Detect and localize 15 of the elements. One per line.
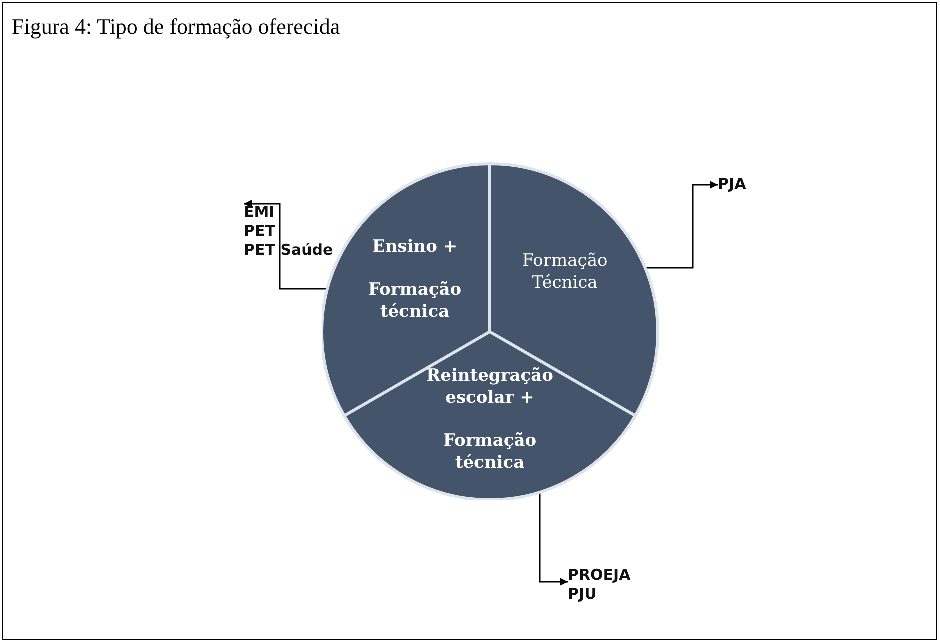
sector-label: Formação técnica: [367, 279, 463, 324]
figure-title: Figura 4: Tipo de formação oferecida: [12, 14, 340, 40]
program-label: PROEJA: [568, 566, 631, 585]
sector-label: Reintegração escolar +: [426, 365, 554, 410]
sector-label: Formação técnica: [442, 430, 538, 474]
program-label: EMI: [244, 203, 276, 222]
arrow: [539, 492, 568, 586]
program-label: PET: [244, 222, 276, 240]
sector-label: Formação Técnica: [521, 250, 609, 294]
program-label: PJA: [718, 175, 746, 194]
sector-label: Ensino +: [371, 236, 459, 258]
program-label: PET Saúde: [244, 240, 334, 260]
arrow: [244, 200, 328, 290]
program-label: PJU: [568, 584, 598, 604]
arrow: [645, 181, 718, 269]
